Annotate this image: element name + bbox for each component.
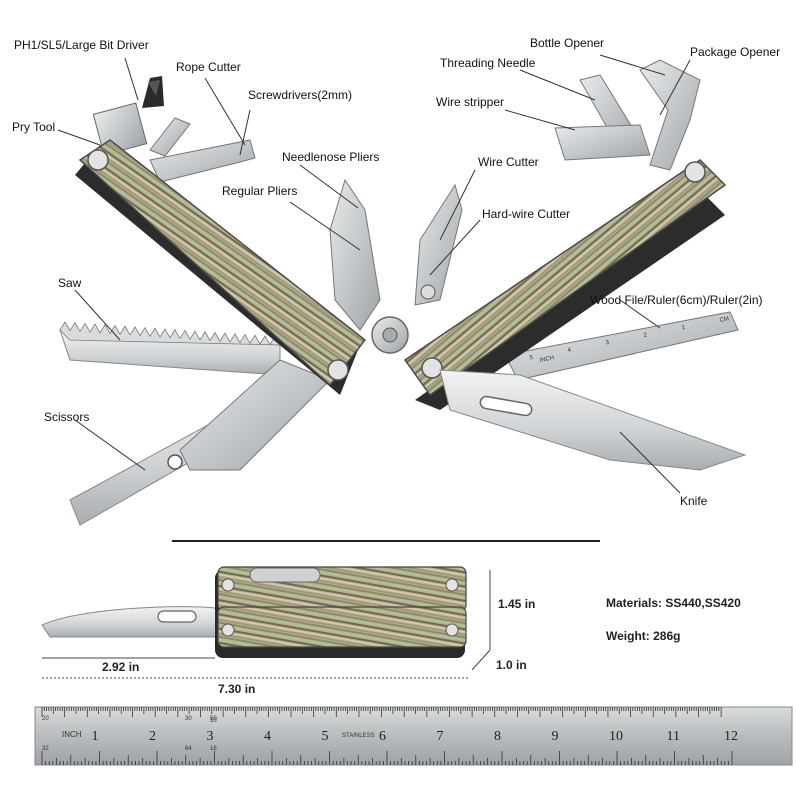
label-regular-pliers: Regular Pliers [222,184,298,198]
ruler-small-mark: 50 [210,716,217,722]
leader-lines [57,54,691,494]
scissors [69,359,331,526]
label-bottle-opener: Bottle Opener [530,36,605,50]
bottle-opener [554,59,701,171]
file-ruler: INCH CM 1 2 3 4 5 [504,311,739,381]
ruler-small-mark: 20 [42,716,49,722]
ruler-inch-number: 12 [724,729,738,744]
ruler-inch-number: 3 [207,729,214,744]
ruler-stainless-label: STAINLESS [342,733,375,739]
file-ruler-mark: 5 [529,355,534,362]
ruler-inch-number: 5 [322,729,329,744]
dim-blade: 2.92 in [102,660,140,674]
label-rope-cutter: Rope Cutter [176,60,241,74]
label-wood-file: Wood File/Ruler(6cm)/Ruler(2in) [590,293,763,307]
label-package-opener: Package Opener [690,45,781,59]
ruler-inch-number: 1 [92,729,99,744]
dimension-lines [42,570,491,679]
exploded-view: INCH CM 1 2 3 4 5 [59,59,747,526]
label-bit-driver: PH1/SL5/Large Bit Driver [14,38,149,52]
knife-blade [439,369,747,471]
label-wire-stripper: Wire stripper [436,95,505,109]
ruler-inch-number: 9 [552,729,559,744]
label-hardwire-cutter: Hard-wire Cutter [482,207,571,221]
bit-driver [92,76,164,156]
ruler-inch-number: 11 [667,729,680,744]
ruler-inch-number: 10 [609,729,623,744]
label-scissors: Scissors [44,410,90,424]
file-ruler-mark: 2 [643,332,648,339]
ruler-small-mark: 16 [210,746,217,752]
pliers [329,178,463,354]
label-pry-tool: Pry Tool [12,120,56,134]
dim-length: 7.30 in [218,682,256,696]
right-handle [403,159,727,410]
file-ruler-mark: 1 [681,325,686,332]
label-threading-needle: Threading Needle [440,56,536,70]
dim-height: 1.45 in [498,597,536,611]
spec-weight: Weight: 286g [606,629,681,643]
closed-view [41,566,467,658]
label-saw: Saw [58,276,82,290]
spec-materials: Materials: SS440,SS420 [606,596,741,610]
file-ruler-mark: 4 [567,347,572,354]
dim-depth: 1.0 in [496,658,527,672]
ruler-inch-number: 4 [264,729,271,744]
file-ruler-label: INCH [539,355,555,364]
label-wire-cutter: Wire Cutter [478,155,539,169]
label-screwdrivers: Screwdrivers(2mm) [248,88,353,102]
ruler-inch-number: 8 [494,729,501,744]
ruler-small-mark: 10 [210,718,217,724]
ruler-inch-number: 7 [437,729,444,744]
ruler-small-mark: 30 [185,716,192,722]
left-handle [75,139,367,395]
ruler-inch-number: 2 [149,729,156,744]
ruler-inch-label: INCH [62,730,82,739]
file-ruler-mark: 3 [605,340,610,347]
file-ruler-mark: CM [719,316,729,324]
ruler-small-mark: 32 [42,746,49,752]
saw-blade [59,321,281,376]
label-knife: Knife [680,494,708,508]
ruler-inch-number: 6 [379,729,386,744]
label-needlenose: Needlenose Pliers [282,150,380,164]
ruler-small-mark: 64 [185,746,192,752]
